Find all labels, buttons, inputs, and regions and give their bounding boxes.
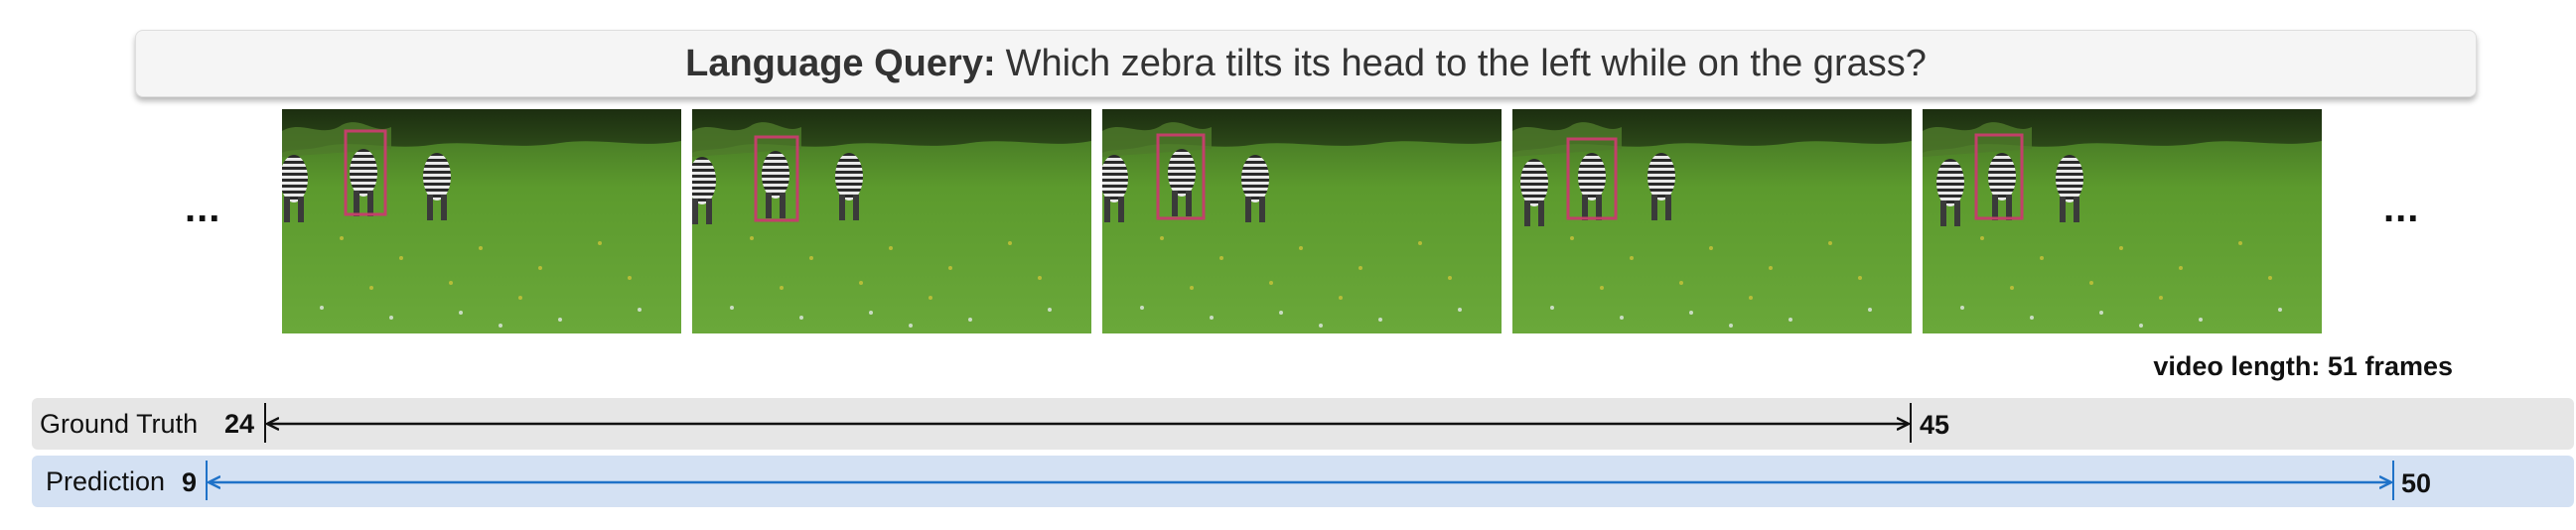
ground-truth-end: 45 bbox=[1920, 410, 1950, 440]
bounding-box bbox=[1566, 137, 1618, 220]
bounding-box bbox=[754, 135, 799, 222]
video-frame-5 bbox=[1923, 109, 2322, 333]
query-text: Which zebra tilts its head to the left w… bbox=[1005, 42, 1927, 84]
video-frame-1 bbox=[282, 109, 681, 333]
language-query-box: Language Query: Which zebra tilts its he… bbox=[135, 30, 2477, 97]
prediction-start: 9 bbox=[182, 467, 198, 497]
video-frame-3 bbox=[1102, 109, 1502, 333]
prediction-end: 50 bbox=[2401, 468, 2432, 498]
bounding-box bbox=[344, 129, 387, 216]
ellipsis-right: ... bbox=[2383, 187, 2420, 230]
bounding-box bbox=[1156, 133, 1206, 220]
ellipsis-left: ... bbox=[185, 187, 221, 230]
ground-truth-start: 24 bbox=[224, 409, 255, 439]
ground-truth-label: Ground Truth bbox=[40, 409, 199, 439]
video-frame-4 bbox=[1512, 109, 1912, 333]
prediction-label: Prediction bbox=[46, 466, 166, 496]
query-label: Language Query: bbox=[685, 42, 996, 84]
bounding-box bbox=[1974, 133, 2024, 220]
video-frame-2 bbox=[692, 109, 1091, 333]
video-length-label: video length: 51 frames bbox=[2153, 351, 2453, 381]
